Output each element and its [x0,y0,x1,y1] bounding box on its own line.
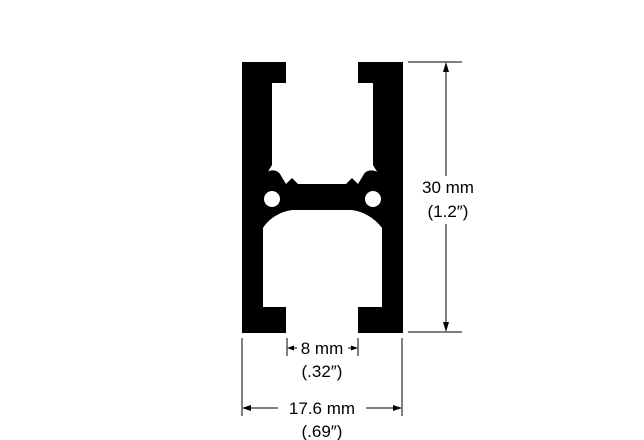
height-imperial-label: (1.2″) [428,202,469,221]
overall-width-imperial-label: (.69″) [302,422,343,440]
slot-width-imperial-label: (.32″) [302,362,343,381]
right-rail [358,62,403,333]
left-upper-lip [263,83,272,180]
left-bead-hole [264,191,280,207]
overall-width-metric-label: 17.6 mm [289,399,355,418]
slot-arrow-right [351,345,358,351]
slot-arrow-left [287,345,294,351]
width-arrow-left [242,405,251,411]
height-arrow-bottom [443,322,449,332]
height-arrow-top [443,62,449,72]
width-arrow-right [393,405,402,411]
height-metric-label: 30 mm [422,178,474,197]
left-rail [242,62,286,333]
right-bead-hole [365,191,381,207]
height-dimension [408,61,462,333]
right-upper-lip [373,83,382,180]
central-web [263,170,382,228]
extrusion-profile [242,62,403,333]
slot-width-metric-label: 8 mm [301,339,344,358]
